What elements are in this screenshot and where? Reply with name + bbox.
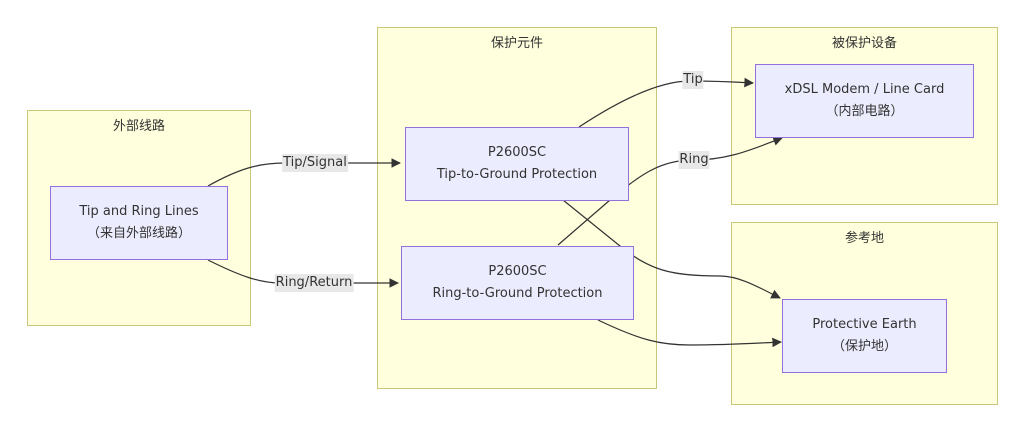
node-label-line1: P2600SC [487, 145, 547, 160]
node-label-line1: P2600SC [488, 264, 547, 279]
node-ring-to-ground-protection[interactable]: P2600SC Ring-to-Ground Protection [401, 246, 634, 320]
node-label-line2: Ring-to-Ground Protection [432, 286, 603, 301]
node-label-line2: （内部电路） [825, 104, 904, 119]
edge-label-ring: Ring [678, 151, 710, 169]
node-label-line1: Protective Earth [812, 317, 917, 332]
group-title: 外部线路 [112, 119, 165, 134]
node-tip-to-ground-protection[interactable]: P2600SC Tip-to-Ground Protection [405, 127, 629, 201]
node-xdsl-modem[interactable]: xDSL Modem / Line Card （内部电路） [755, 64, 974, 138]
node-label-line2: （保护地） [831, 339, 897, 354]
node-tip-and-ring-lines[interactable]: Tip and Ring Lines （来自外部线路） [50, 186, 228, 260]
node-label-line1: Tip and Ring Lines [79, 204, 199, 219]
node-label-line1: xDSL Modem / Line Card [784, 82, 945, 97]
group-title: 参考地 [844, 231, 884, 246]
node-label-line2: （来自外部线路） [86, 226, 191, 241]
node-protective-earth[interactable]: Protective Earth （保护地） [782, 299, 947, 373]
node-label-line2: Tip-to-Ground Protection [436, 167, 598, 182]
group-title: 被保护设备 [831, 36, 897, 51]
edge-label-ring-return: Ring/Return [274, 274, 354, 292]
edge-label-tip-signal: Tip/Signal [282, 154, 348, 172]
group-protection-components: 保护元件 [377, 27, 657, 389]
edge-label-tip: Tip [682, 71, 704, 89]
group-title: 保护元件 [490, 36, 543, 51]
